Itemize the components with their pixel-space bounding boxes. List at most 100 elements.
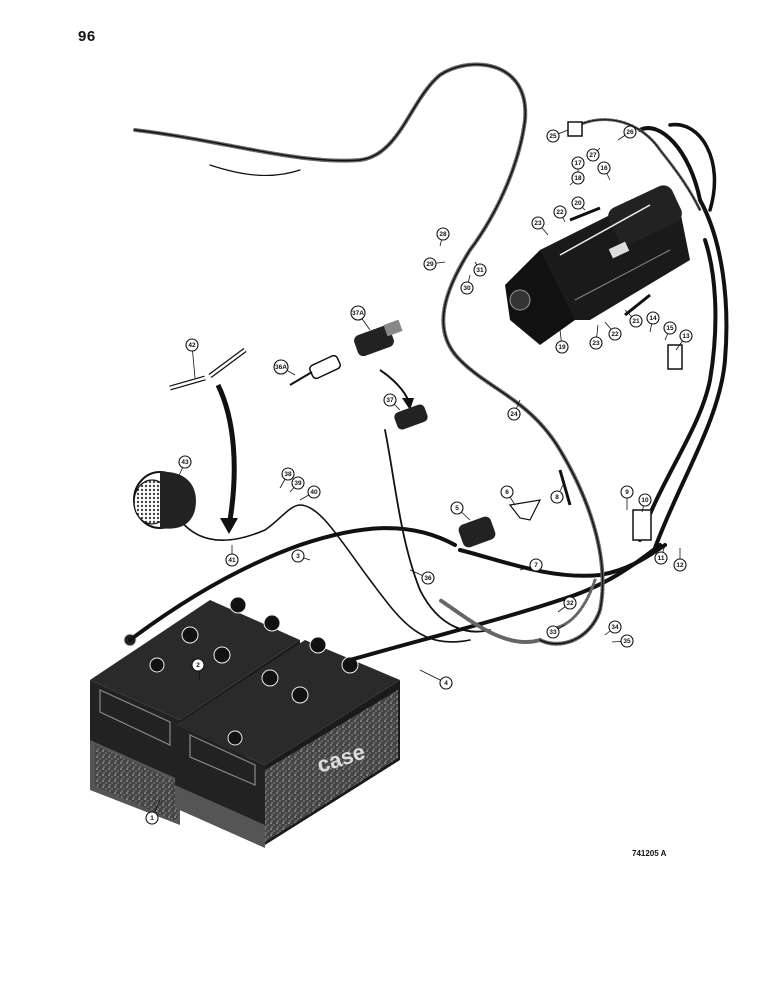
callout-29: 29 xyxy=(423,257,437,271)
callout-16: 16 xyxy=(597,161,611,175)
callout-35: 35 xyxy=(620,634,634,648)
callout-20: 20 xyxy=(571,196,585,210)
assembly-arrow xyxy=(215,383,237,521)
callout-number: 21 xyxy=(632,318,640,325)
callout-circle xyxy=(623,125,637,139)
callout-number: 3 xyxy=(296,553,300,560)
callout-number: 4 xyxy=(444,680,448,687)
clamp-10 xyxy=(632,509,652,541)
callout-number: 36 xyxy=(424,575,432,582)
callout-23: 23 xyxy=(531,216,545,230)
callout-circle xyxy=(423,257,437,271)
callout-circle xyxy=(646,311,660,325)
callout-8: 8 xyxy=(550,490,564,504)
callout-circle xyxy=(608,620,622,634)
callout-number: 41 xyxy=(228,557,236,564)
callout-circle xyxy=(350,305,366,321)
callout-43: 43 xyxy=(178,455,192,469)
switch-37 xyxy=(394,404,428,430)
callout-1: 1 xyxy=(145,811,159,825)
callout-number: 14 xyxy=(649,315,657,322)
callout-circle xyxy=(529,558,543,572)
callout-number: 38 xyxy=(284,471,292,478)
callout-number: 20 xyxy=(574,200,582,207)
callout-11: 11 xyxy=(654,551,668,565)
callout-number: 34 xyxy=(611,624,619,631)
figure-code: 741205 A xyxy=(632,849,667,858)
callout-42: 42 xyxy=(185,338,199,352)
callout-14: 14 xyxy=(646,311,660,325)
callout-number: 9 xyxy=(625,489,629,496)
callout-31: 31 xyxy=(473,263,487,277)
callout-26: 26 xyxy=(623,125,637,139)
callout-10: 10 xyxy=(638,493,652,507)
callout-circle xyxy=(571,171,585,185)
bolt-20 xyxy=(569,206,601,222)
callout-circle xyxy=(553,205,567,219)
callout-number: 29 xyxy=(426,261,434,268)
callout-circle xyxy=(291,549,305,563)
callout-number: 31 xyxy=(476,267,484,274)
callout-22: 22 xyxy=(608,327,622,341)
callout-circle xyxy=(473,263,487,277)
callout-6: 6 xyxy=(500,485,514,499)
callout-circle xyxy=(620,634,634,648)
callout-circle xyxy=(546,129,560,143)
clip-13 xyxy=(667,344,683,370)
callout-number: 10 xyxy=(641,497,649,504)
callout-24: 24 xyxy=(507,407,521,421)
callout-circle xyxy=(531,216,545,230)
callout-circle xyxy=(608,327,622,341)
callout-37a: 37A xyxy=(350,305,366,321)
callout-circle xyxy=(185,338,199,352)
callout-19: 19 xyxy=(555,340,569,354)
callout-circle xyxy=(291,476,305,490)
callout-number: 22 xyxy=(611,331,619,338)
callout-number: 28 xyxy=(439,231,447,238)
callout-circle xyxy=(586,148,600,162)
callout-circle xyxy=(597,161,611,175)
callout-number: 36A xyxy=(275,364,287,371)
starter-motor xyxy=(505,185,690,345)
callout-23: 23 xyxy=(589,336,603,350)
callout-30: 30 xyxy=(460,281,474,295)
callout-circle xyxy=(673,558,687,572)
callout-number: 1 xyxy=(150,815,154,822)
callout-circle xyxy=(225,553,239,567)
clip-25 xyxy=(567,121,583,137)
callout-labels: 1234567891011121314151617181920212222232… xyxy=(145,125,693,825)
callout-38: 38 xyxy=(281,467,295,481)
callout-12: 12 xyxy=(673,558,687,572)
callout-9: 9 xyxy=(620,485,634,499)
callout-circle xyxy=(421,571,435,585)
callout-circle xyxy=(436,227,450,241)
callout-number: 5 xyxy=(455,505,459,512)
callout-number: 2 xyxy=(196,662,200,669)
callout-circle xyxy=(563,596,577,610)
bolt-21 xyxy=(624,293,651,317)
callout-circle xyxy=(191,658,205,672)
callout-circle xyxy=(145,811,159,825)
bolt-8 xyxy=(558,469,572,506)
callout-number: 22 xyxy=(556,209,564,216)
callout-circle xyxy=(383,393,397,407)
callout-number: 18 xyxy=(574,175,582,182)
callout-33: 33 xyxy=(546,625,560,639)
callout-circle xyxy=(679,329,693,343)
callout-circle xyxy=(571,196,585,210)
callout-32: 32 xyxy=(563,596,577,610)
callout-number: 24 xyxy=(510,411,518,418)
callout-number: 26 xyxy=(626,129,634,136)
callout-4: 4 xyxy=(439,676,453,690)
callout-22: 22 xyxy=(553,205,567,219)
callout-number: 25 xyxy=(549,133,557,140)
callout-34: 34 xyxy=(608,620,622,634)
callout-number: 39 xyxy=(294,480,302,487)
callout-circle xyxy=(620,485,634,499)
callout-circle xyxy=(273,359,289,375)
callout-circle xyxy=(178,455,192,469)
callout-circle xyxy=(638,493,652,507)
battery-right: case xyxy=(175,636,400,848)
callout-circle xyxy=(439,676,453,690)
